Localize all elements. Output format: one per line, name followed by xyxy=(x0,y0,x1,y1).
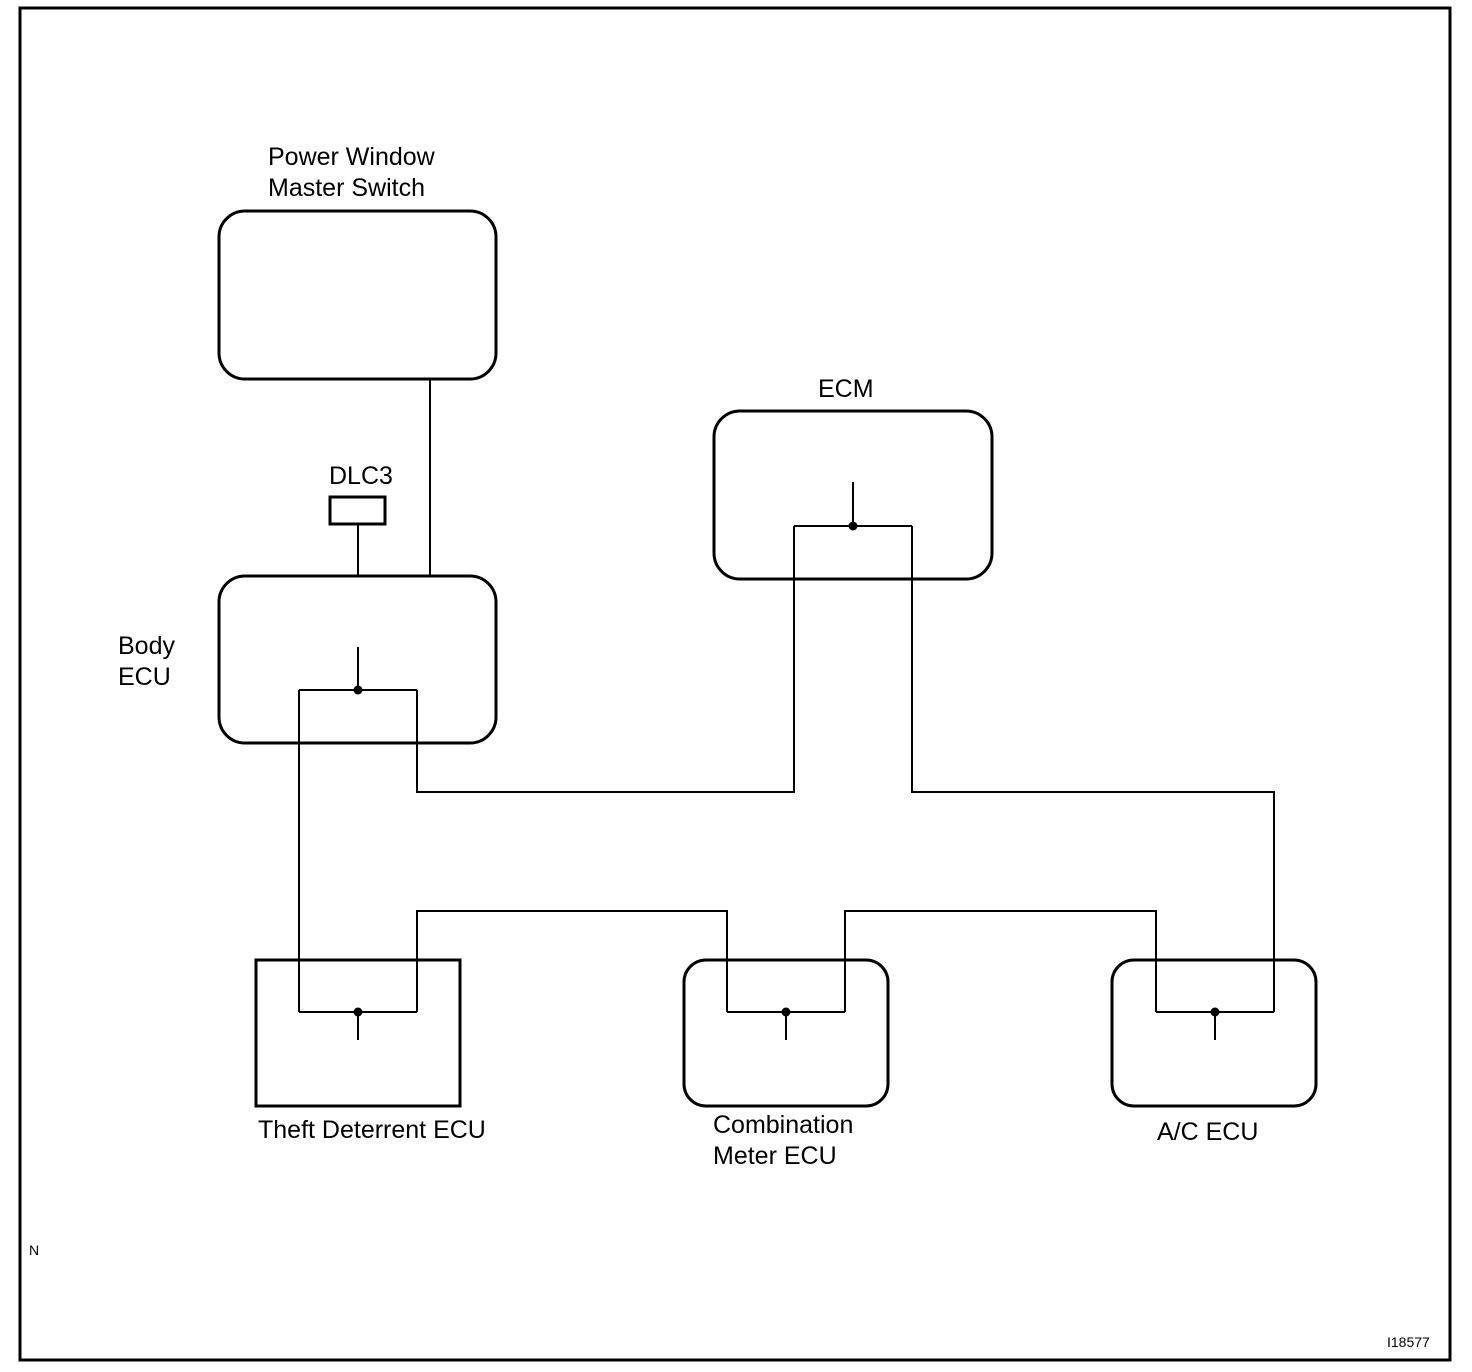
figure-id: I18577 xyxy=(1387,1334,1430,1350)
ecm-node xyxy=(848,521,858,531)
dlc3-connector xyxy=(328,495,387,526)
power-window-master-switch-box xyxy=(217,209,498,381)
wire-meter-ecu-to-ac-ecu xyxy=(844,910,1157,1012)
combination-meter-ecu-label: Combination Meter ECU xyxy=(713,1111,854,1170)
theft-ecu-node xyxy=(353,1007,363,1017)
power-window-master-switch-label: Power Window Master Switch xyxy=(268,143,435,202)
body-ecu-node xyxy=(353,685,363,695)
wire-ecm-to-ac-ecu xyxy=(911,526,1275,1012)
wire-body-ecu-to-ecm xyxy=(416,526,795,793)
ecm-label: ECM xyxy=(818,375,874,403)
meter-ecu-node xyxy=(781,1007,791,1017)
diagram-frame xyxy=(18,6,1452,1362)
dlc3-label: DLC3 xyxy=(329,462,393,490)
theft-deterrent-ecu-label: Theft Deterrent ECU xyxy=(258,1116,486,1144)
body-ecu-label: Body ECU xyxy=(118,632,175,691)
corner-mark: N xyxy=(29,1242,40,1258)
ac-ecu-label: A/C ECU xyxy=(1157,1118,1259,1146)
wire-theft-ecu-to-meter-ecu xyxy=(416,910,728,1012)
ac-ecu-node xyxy=(1210,1007,1220,1017)
